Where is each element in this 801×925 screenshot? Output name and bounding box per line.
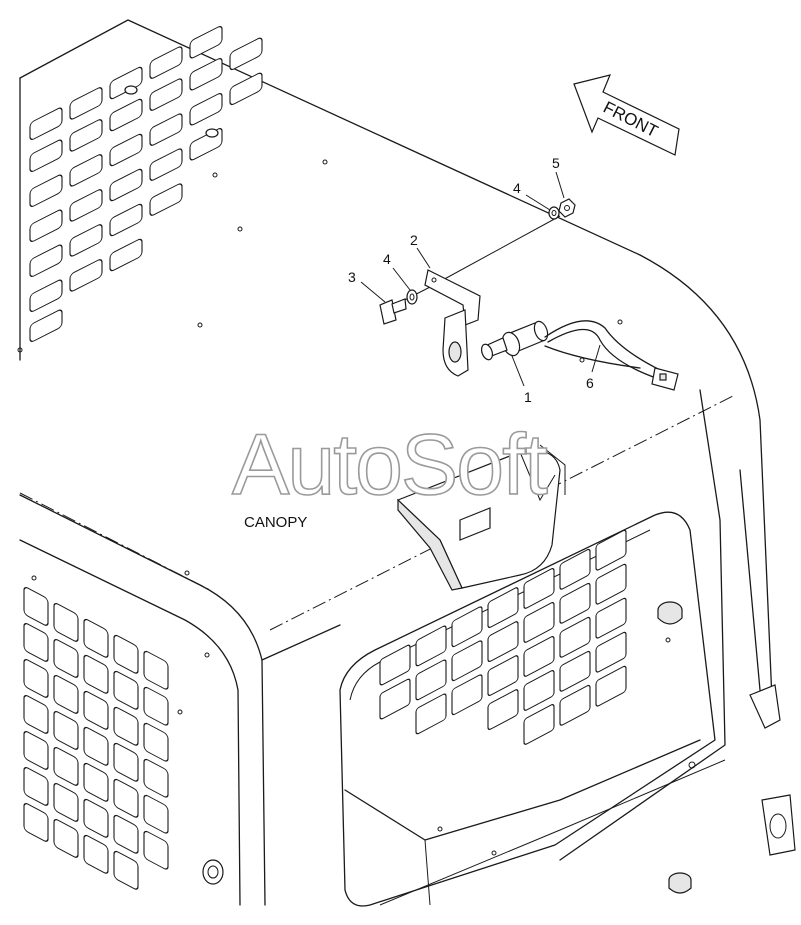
autosoft-watermark: AutoSoft <box>232 417 548 513</box>
front-direction-arrow: FRONT <box>573 74 680 156</box>
mount-bushings <box>202 601 796 894</box>
callout-6: 6 <box>586 375 594 391</box>
callout-3: 3 <box>348 269 356 285</box>
mounting-bracket <box>424 269 481 377</box>
hex-nut <box>558 198 576 218</box>
callout-2: 2 <box>410 232 418 248</box>
callout-1: 1 <box>524 389 532 405</box>
left-side-vent-grille <box>23 587 169 890</box>
canopy-label: CANOPY <box>244 514 307 531</box>
callout-labels: 1 2 3 4 4 5 6 <box>348 155 594 405</box>
callout-4-lower: 4 <box>383 251 391 267</box>
callout-4-upper: 4 <box>513 180 521 196</box>
lock-washer-4a <box>406 289 418 305</box>
hex-bolt <box>379 298 407 325</box>
callout-5: 5 <box>552 155 560 171</box>
work-light <box>480 320 549 361</box>
wire-harness <box>544 320 679 391</box>
canopy-outline <box>19 19 773 906</box>
leader-lines <box>360 171 601 387</box>
light-mount <box>396 444 566 591</box>
upper-vent-grille <box>29 26 263 342</box>
lock-washer-4b <box>548 206 560 220</box>
rear-window-grille <box>339 511 726 907</box>
mounting-holes <box>17 85 696 856</box>
